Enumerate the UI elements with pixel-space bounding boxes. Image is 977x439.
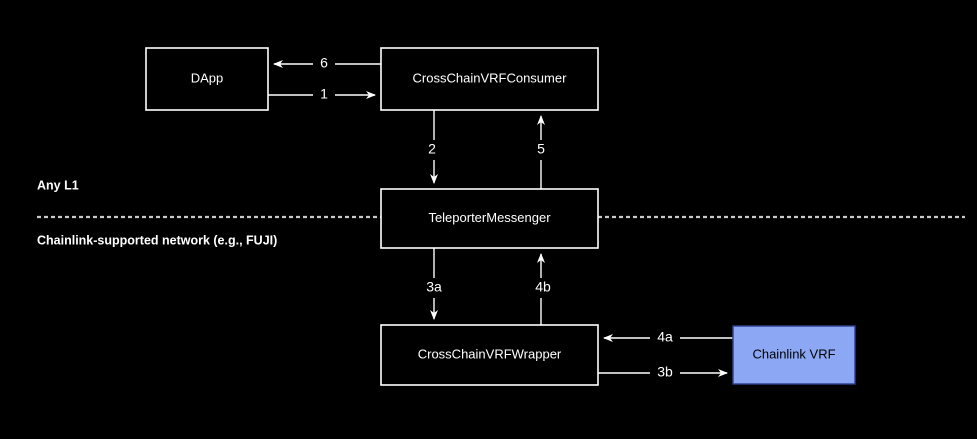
edge-3a: 3a <box>419 248 449 320</box>
node-dapp[interactable]: DApp <box>145 47 269 111</box>
edge-4b: 4b <box>528 253 558 325</box>
node-crosschainvrfconsumer-label: CrossChainVRFConsumer <box>413 70 568 85</box>
node-teleportermessenger[interactable]: TeleporterMessenger <box>380 188 599 249</box>
node-chainlink-vrf-box[interactable] <box>732 325 856 385</box>
edge-3b: 3b <box>598 363 728 383</box>
edge-4a-label-bg <box>650 328 680 348</box>
edge-5: 5 <box>530 115 552 189</box>
edge-3a-label: 3a <box>426 279 442 295</box>
node-teleportermessenger-label: TeleporterMessenger <box>428 210 551 225</box>
node-crosschainvrfwrapper-box[interactable] <box>380 324 599 386</box>
edge-6-label-bg <box>313 54 335 74</box>
edge-4b-label-bg <box>528 278 558 298</box>
edge-2: 2 <box>421 110 443 184</box>
node-crosschainvrfwrapper[interactable]: CrossChainVRFWrapper <box>380 324 599 386</box>
edge-1-label-bg <box>313 85 335 105</box>
edge-5-label: 5 <box>537 141 545 157</box>
edge-1-label: 1 <box>320 86 328 102</box>
edge-5-label-bg <box>530 140 552 160</box>
node-teleportermessenger-box[interactable] <box>380 188 599 249</box>
node-crosschainvrfconsumer-box[interactable] <box>380 47 599 111</box>
node-crosschainvrfwrapper-label: CrossChainVRFWrapper <box>418 346 562 361</box>
edge-6-label: 6 <box>320 55 328 71</box>
node-dapp-label: DApp <box>191 70 224 85</box>
zone-label-lower: Chainlink-supported network (e.g., FUJI) <box>37 233 277 247</box>
node-dapp-box[interactable] <box>145 47 269 111</box>
edge-2-label: 2 <box>428 141 436 157</box>
node-chainlink-vrf-label: Chainlink VRF <box>752 346 835 361</box>
edge-6: 6 <box>273 54 381 74</box>
node-crosschainvrfconsumer[interactable]: CrossChainVRFConsumer <box>380 47 599 111</box>
edge-4a: 4a <box>603 328 733 348</box>
zone-label-upper: Any L1 <box>37 178 79 192</box>
edge-4a-label: 4a <box>657 329 673 345</box>
edge-3b-label: 3b <box>657 364 673 380</box>
edge-4b-label: 4b <box>535 279 551 295</box>
edge-3a-label-bg <box>419 278 449 298</box>
edge-1: 1 <box>268 85 376 105</box>
edge-3b-label-bg <box>650 363 680 383</box>
edge-2-label-bg <box>421 140 443 160</box>
node-chainlink-vrf[interactable]: Chainlink VRF <box>732 325 856 385</box>
